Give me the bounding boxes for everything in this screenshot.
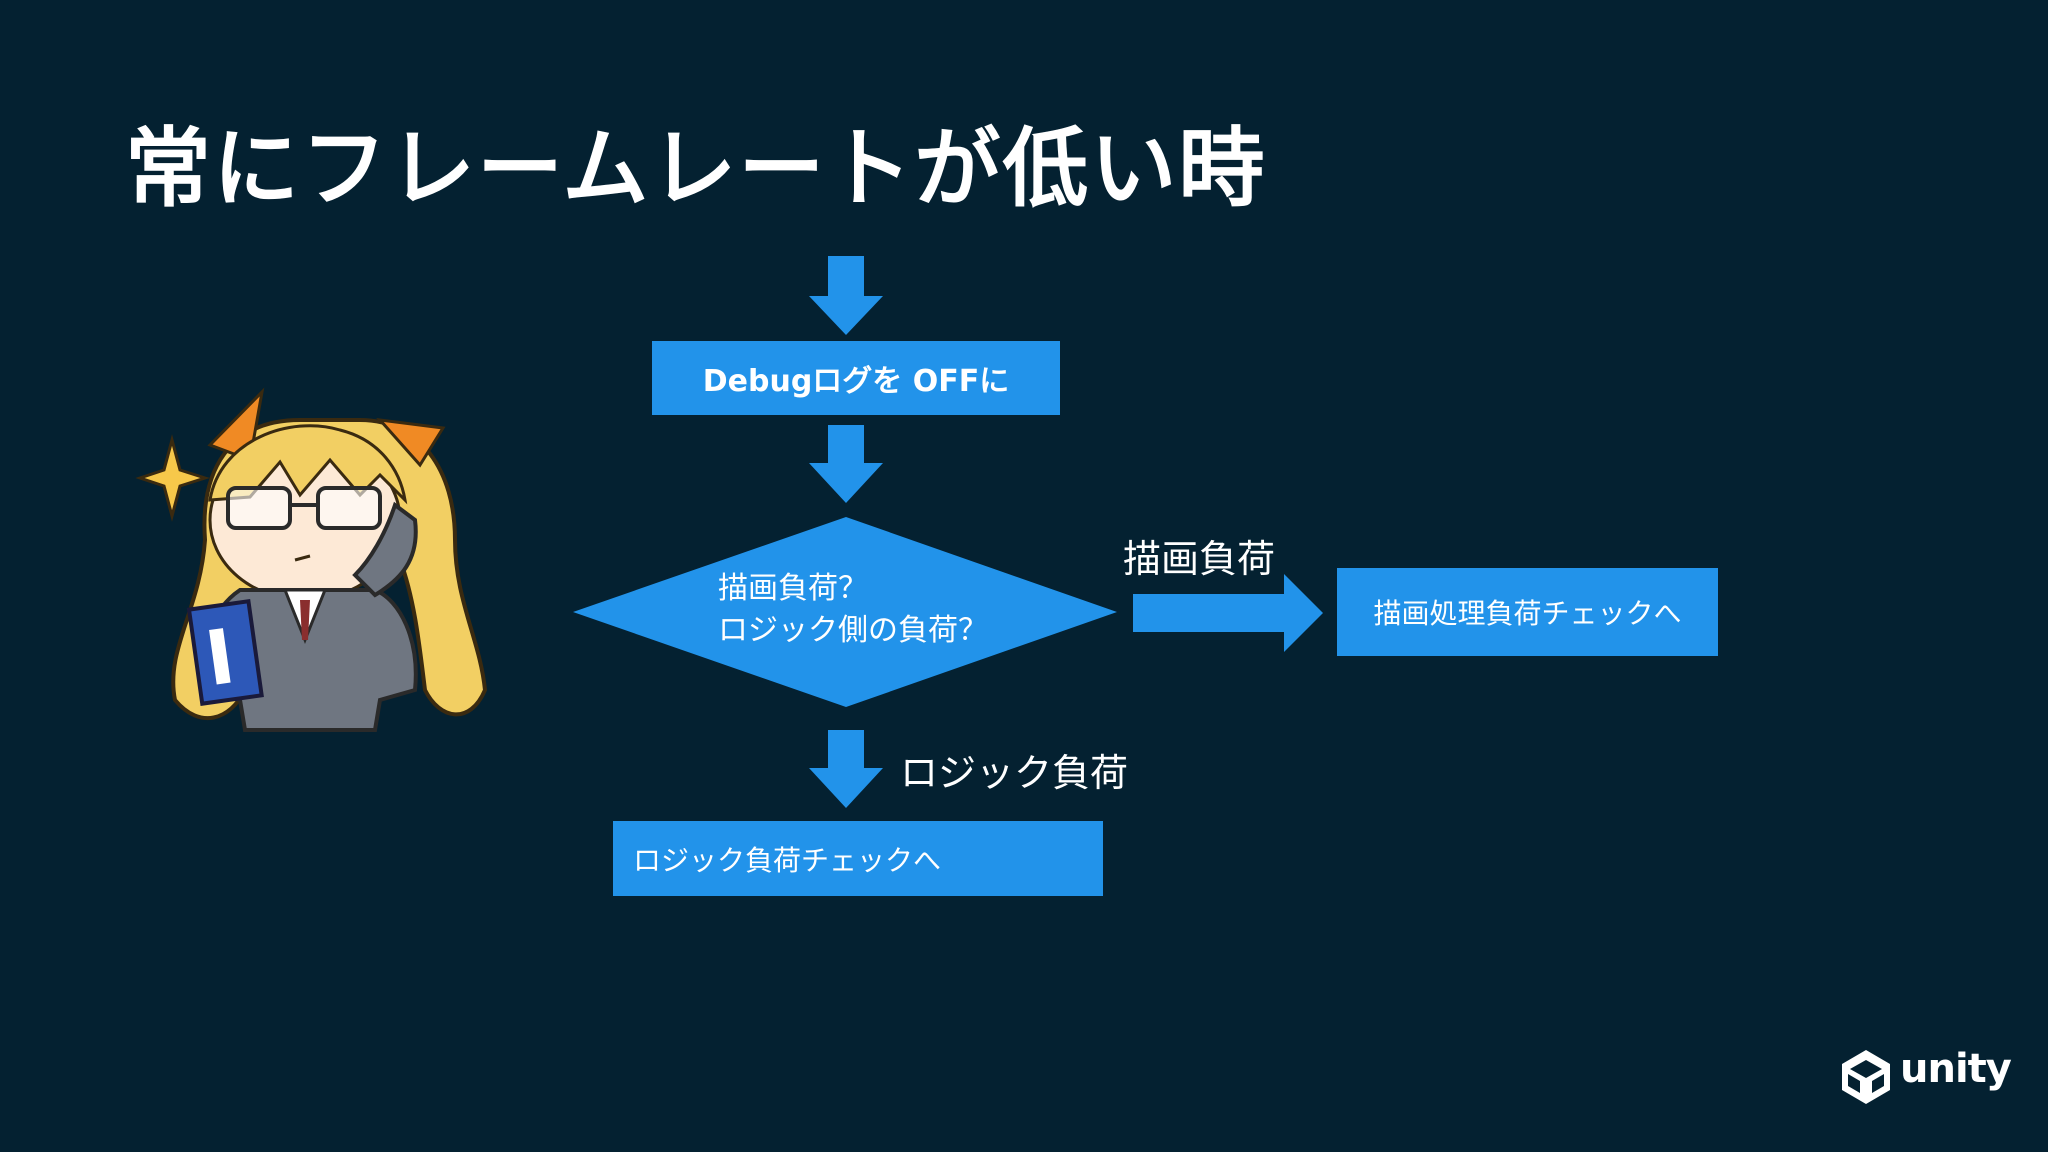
render-load-label: 描画負荷 [1123, 537, 1276, 581]
arrow-right [1133, 574, 1323, 652]
logic-check-box: ロジック負荷チェックへ [613, 821, 1103, 896]
arrow-down-middle [809, 425, 883, 503]
arrow-down-top [809, 256, 883, 335]
debug-log-off-box: Debugログを OFFに [652, 341, 1060, 415]
logo-text: unity [1900, 1046, 2012, 1092]
render-check-box: 描画処理負荷チェックへ [1337, 568, 1718, 656]
decision-line-1: 描画負荷？ [718, 571, 868, 606]
decision-line-2: ロジック側の負荷？ [718, 613, 988, 648]
logic-load-label: ロジック負荷 [900, 751, 1129, 795]
arrow-down-bottom [809, 730, 883, 808]
unity-logo: unity [1836, 1046, 2012, 1092]
character-illustration [135, 387, 488, 732]
sparkle-icon [135, 434, 210, 522]
slide-title: 常にフレームレートが低い時 [125, 119, 1267, 219]
decision-text: 描画負荷？ ロジック側の負荷？ [718, 568, 988, 652]
decision-diamond [573, 517, 1117, 707]
unity-logo-icon [1842, 1050, 1890, 1104]
